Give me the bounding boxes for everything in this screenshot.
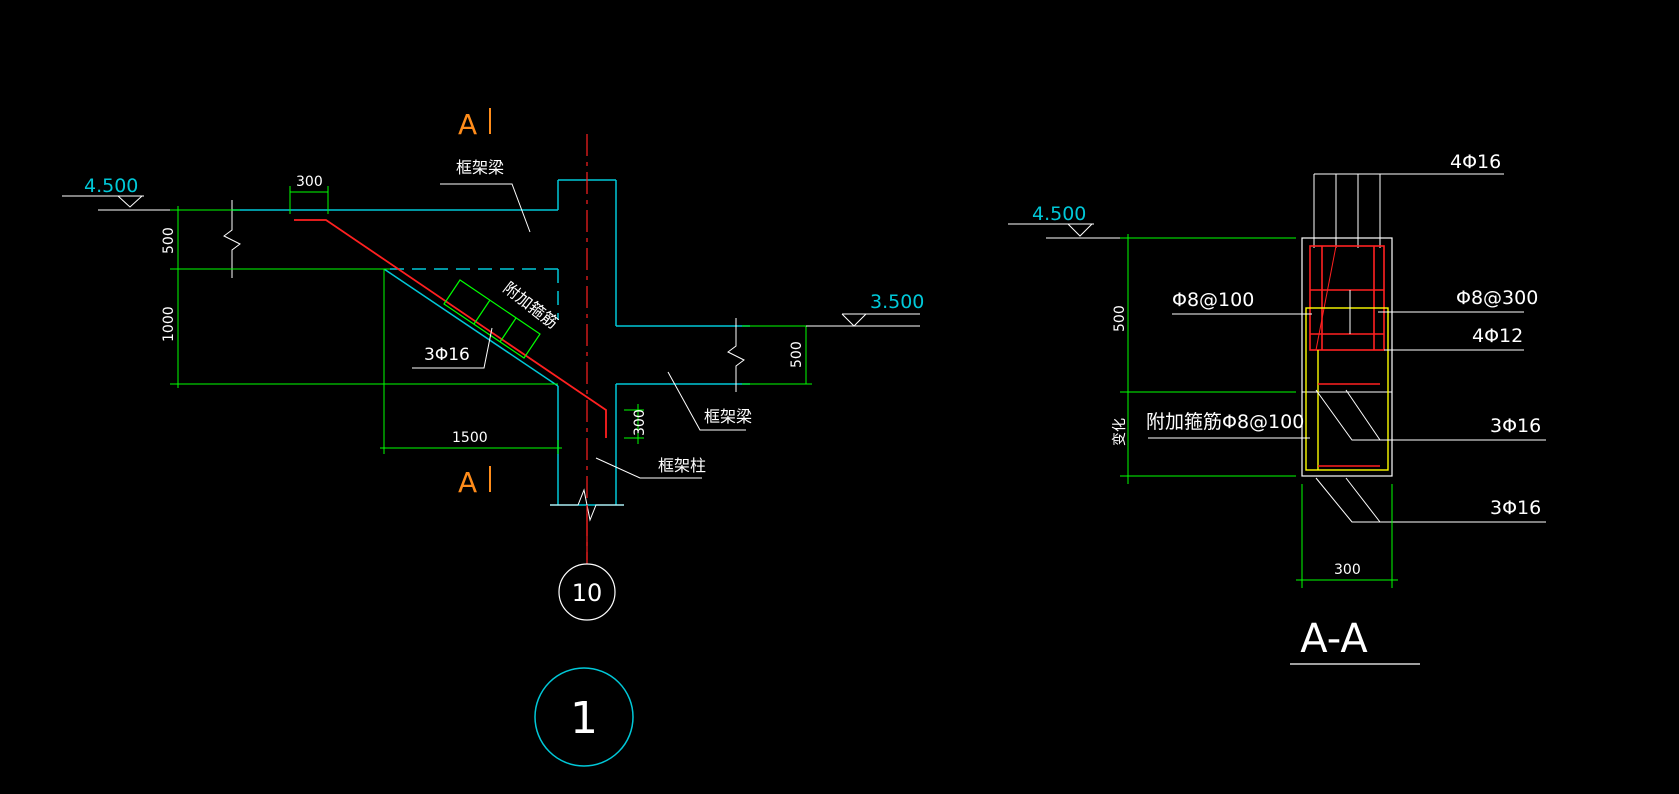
extra-stirrups bbox=[443, 279, 541, 359]
elevation-aa-label: 4.500 bbox=[1032, 203, 1086, 225]
label-extra-stirrup: 附加箍筋 bbox=[500, 278, 562, 332]
elevation-marker-right: 3.500 bbox=[806, 291, 924, 327]
dim-1000-left: 1000 bbox=[161, 306, 177, 342]
label-bottom-bars-1: 3Φ16 bbox=[1490, 415, 1541, 437]
label-frame-column: 框架柱 bbox=[658, 456, 706, 475]
detail-number: 1 bbox=[570, 693, 598, 744]
diagonal-rebar bbox=[294, 219, 607, 438]
detail-1: 4.500 bbox=[62, 108, 924, 767]
section-mark-top-letter: A bbox=[458, 108, 477, 141]
label-frame-beam-top: 框架梁 bbox=[456, 158, 504, 177]
detail-bubble: 1 bbox=[534, 667, 634, 767]
elevation-marker-aa: 4.500 bbox=[1008, 203, 1296, 239]
label-rebar-3phi16: 3Φ16 bbox=[424, 345, 470, 365]
break-symbol-right bbox=[727, 318, 745, 392]
label-bottom-bars-2: 3Φ16 bbox=[1490, 497, 1541, 519]
elevation-marker-top: 4.500 bbox=[62, 175, 178, 211]
lower-rebars bbox=[1318, 383, 1380, 467]
label-top-bars: 4Φ16 bbox=[1450, 151, 1501, 173]
dim-1500: 1500 bbox=[452, 430, 488, 446]
axis-bubble: 10 bbox=[558, 505, 616, 621]
dim-300-small: 300 bbox=[632, 409, 648, 436]
label-stirrup-left: Φ8@100 bbox=[1172, 289, 1254, 311]
label-side-bars: 4Φ12 bbox=[1472, 325, 1523, 347]
dim-width-aa: 300 bbox=[1334, 562, 1361, 578]
dim-500-left: 500 bbox=[161, 227, 177, 254]
axis-number: 10 bbox=[572, 579, 603, 607]
break-symbol-left bbox=[223, 200, 241, 278]
dim-500-right: 500 bbox=[789, 341, 805, 368]
label-extra-stirrup-aa: 附加箍筋Φ8@100 bbox=[1146, 411, 1304, 433]
section-mark-bottom-letter: A bbox=[458, 466, 477, 499]
section-title: A-A bbox=[1300, 616, 1368, 662]
label-stirrup-right: Φ8@300 bbox=[1456, 287, 1538, 309]
dimensions-aa bbox=[1120, 234, 1398, 588]
section-mark-top: A bbox=[458, 108, 491, 141]
dimensions-detail-1 bbox=[170, 186, 812, 454]
leaders-detail-1 bbox=[412, 183, 746, 479]
yellow-stirrups bbox=[1305, 307, 1389, 471]
elevation-top-label: 4.500 bbox=[84, 175, 138, 197]
top-bars-lines bbox=[1313, 173, 1504, 248]
label-frame-beam-right: 框架梁 bbox=[704, 407, 752, 426]
dim-variable-aa: 变化 bbox=[1112, 418, 1128, 446]
upper-rebar-cage bbox=[1309, 245, 1385, 351]
section-aa: 4.500 4Φ16 bbox=[1008, 151, 1546, 665]
dim-500-aa: 500 bbox=[1112, 305, 1128, 332]
section-mark-bottom: A bbox=[458, 466, 491, 499]
section-outline bbox=[1301, 237, 1393, 477]
dim-300-top: 300 bbox=[296, 174, 323, 190]
elevation-right-label: 3.500 bbox=[870, 291, 924, 313]
leaders-aa bbox=[1148, 311, 1546, 523]
